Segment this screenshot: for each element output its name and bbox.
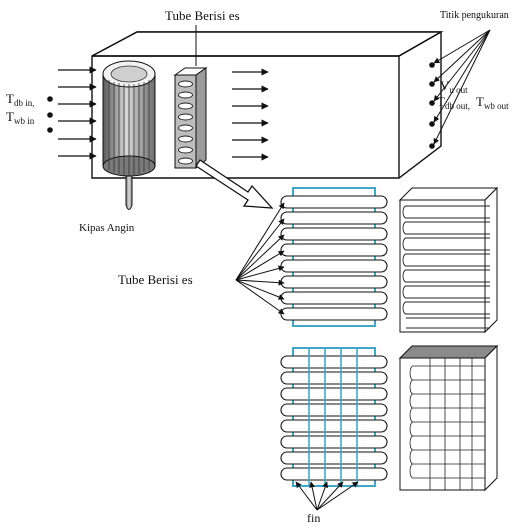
coil-tubes-front <box>281 188 387 326</box>
fan-cylinder <box>103 61 155 210</box>
tube-mid-label: Tube Berisi es <box>118 272 193 287</box>
ice-tube-column <box>175 68 206 168</box>
coil-3d-tubes <box>400 188 497 332</box>
measurement-points-label: Titik pengukuran <box>440 10 509 21</box>
tube-top-label: Tube Berisi es <box>165 8 240 23</box>
vu-out-label: Vu out <box>440 78 468 95</box>
fan-label: Kipas Angin <box>79 222 135 234</box>
tube-pointer-lines <box>236 203 284 314</box>
inlet-measurement-points <box>47 96 53 133</box>
tdb-in-label: Tdb in, <box>6 91 34 108</box>
tdb-twb-out-label: Tdb out, Twb out <box>437 94 509 112</box>
twb-in-label: Twb in <box>6 109 35 126</box>
fin-label: fin <box>307 511 320 525</box>
coil-3d-fins <box>400 346 497 490</box>
inlet-arrows <box>58 70 96 156</box>
coil-fins-front <box>281 348 387 486</box>
